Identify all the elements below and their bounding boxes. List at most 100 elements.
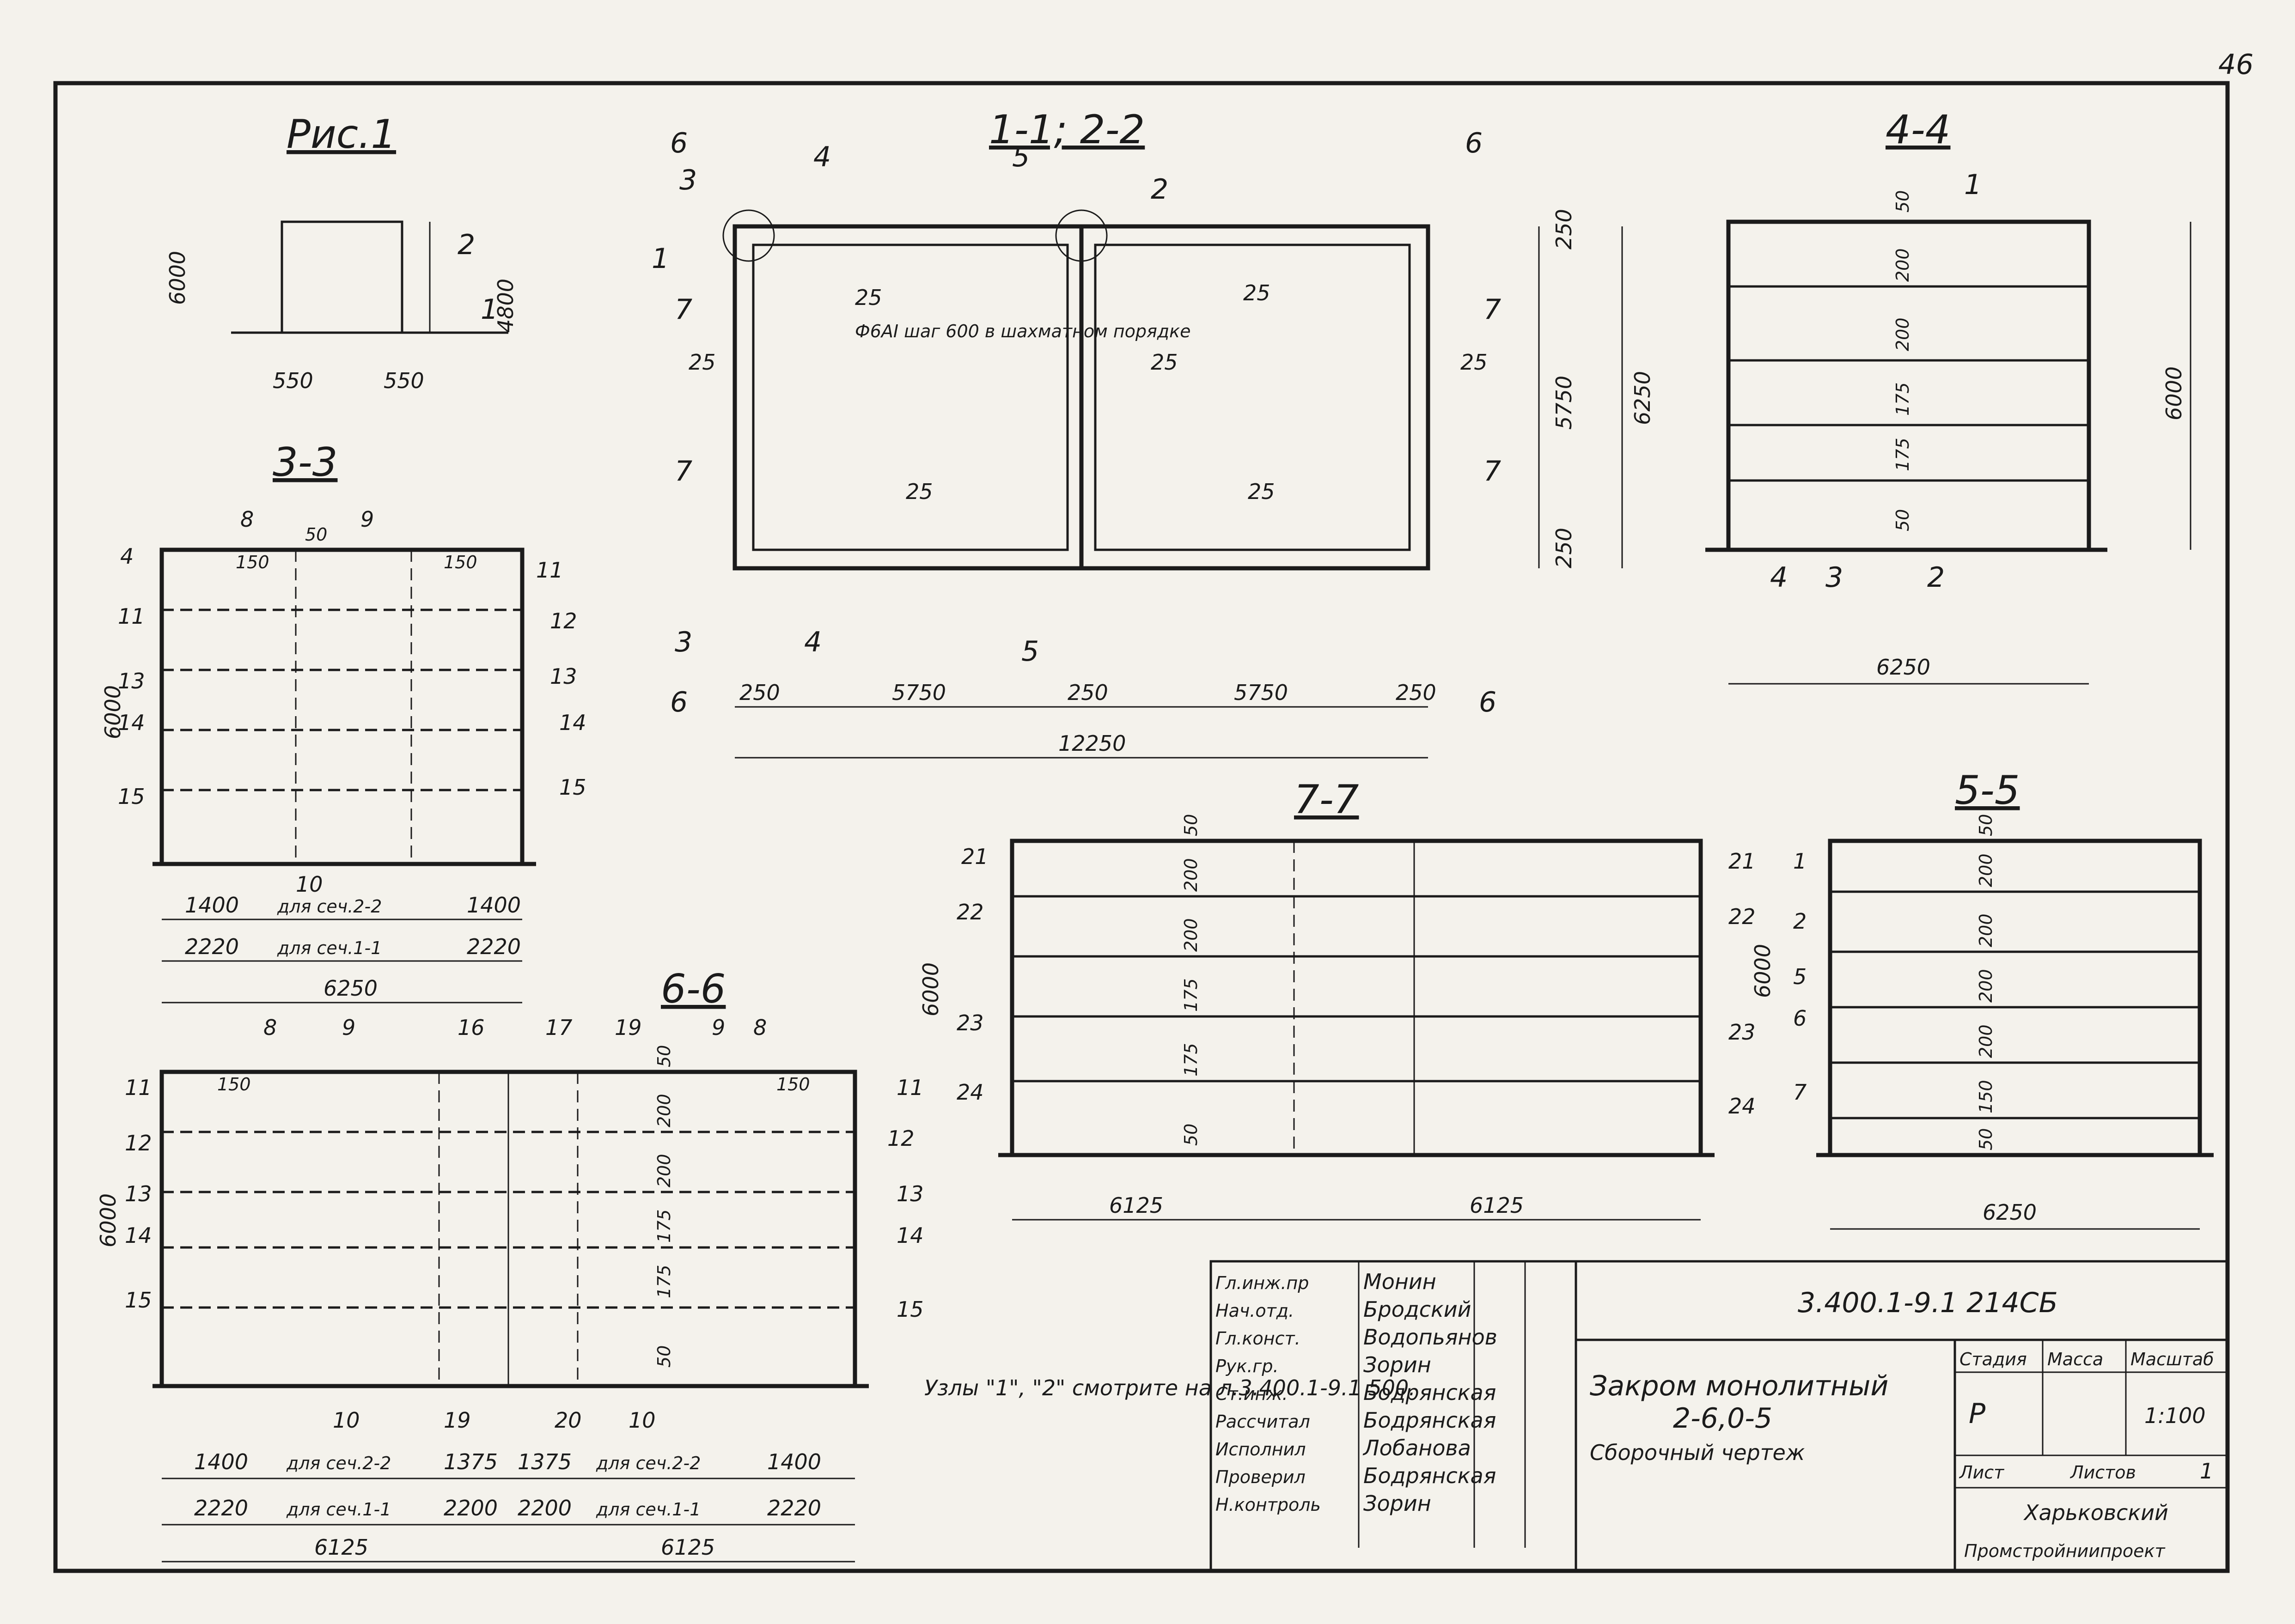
title-block: Гл.инж.пр Монин Нач.отд. Бродский Гл.кон… [1209,1260,2229,1572]
s11-vdim-250b: 250 [1551,528,1576,568]
cut-4-bottom: 4 [804,626,822,658]
s66-right-11: 11 [897,1075,924,1100]
s66-row2-c5: для сеч.1-1 [596,1499,701,1520]
s66-right-13: 13 [897,1181,924,1206]
s77-right-21: 21 [1728,849,1756,874]
fig1-arrow-1: 1 [481,293,498,326]
s77-dim-height: 6000 [918,962,943,1016]
s33-row1-right: 1400 [467,893,521,918]
s66-bottom-10b: 10 [629,1408,656,1433]
s66-top-19: 19 [615,1015,642,1040]
s66-top-16: 16 [458,1015,485,1040]
s66-top-9a: 9 [342,1015,355,1040]
s44-layer-50b: 50 [1892,509,1913,531]
s66-left-14: 14 [125,1223,152,1248]
cut-3-top: 3 [679,164,697,196]
fig1-dim-height: 6000 [165,251,190,305]
s66-dim-height: 6000 [96,1193,121,1247]
s11-dim-250b: 250 [1068,680,1108,705]
s66-row3-left: 6125 [314,1535,368,1560]
s66-right-12: 12 [887,1126,915,1151]
tb-role-7: Проверил [1215,1467,1306,1487]
s77-left-24: 24 [957,1080,984,1105]
s77-right-23: 23 [1728,1020,1756,1045]
s33-dim-width: 6250 [323,976,378,1001]
s44-dim-height: 6000 [2161,366,2186,420]
s33-bottom-10: 10 [296,872,323,897]
s55-dim-height: 6000 [1750,944,1775,998]
s66-left-13: 13 [125,1181,152,1206]
s77-layer-175a: 175 [1181,978,1201,1012]
tb-sheet-label: Лист [1959,1462,2005,1483]
s11-mark-25d: 25 [1151,350,1178,375]
s33-row1-left: 1400 [185,893,239,918]
tb-stage-header: Стадия [1959,1349,2027,1369]
s44-mark-4: 4 [1770,561,1788,594]
tb-role-0: Гл.инж.пр [1215,1273,1309,1293]
s33-title: 3-3 [273,439,337,486]
s77-left-21: 21 [961,844,989,869]
s11-left-bin [752,243,1069,551]
s66-corner-150-left: 150 [217,1074,251,1095]
s33-right-14: 14 [559,710,586,735]
tb-scale-header: Масштаб [2130,1349,2214,1369]
s55-layer-200a: 200 [1976,853,1996,887]
s66-row1-c6: 1400 [767,1449,821,1474]
s44-layer-175a: 175 [1892,382,1913,416]
s33-row2-right: 2220 [467,934,521,959]
s33-right-13: 13 [550,664,577,689]
s33-corner-150-left: 150 [236,552,269,572]
tb-role-6: Исполнил [1215,1439,1306,1460]
s77-left-22: 22 [957,900,984,925]
cut-7-right-bottom: 7 [1483,455,1501,487]
s66-row2-c6: 2220 [767,1496,821,1521]
s55-title: 5-5 [1955,767,2020,814]
fig1-title: Рис.1 [287,111,396,158]
tb-name-8: Зорин [1363,1491,1431,1516]
nodes-note: Узлы "1", "2" смотрите на л.3.400.1-9.1 … [924,1375,1416,1400]
tb-role-1: Нач.отд. [1215,1301,1294,1321]
s66-bottom-20: 20 [555,1408,582,1433]
s77-layer-200b: 200 [1181,918,1201,952]
s66-layer-175b: 175 [654,1265,674,1298]
s44-title: 4-4 [1886,107,1950,153]
tb-name-line3: Сборочный чертеж [1590,1440,1805,1465]
s66-left-12: 12 [125,1131,152,1156]
s33-row1-mid: для сеч.2-2 [277,896,382,917]
s66-row1-c5: для сеч.2-2 [596,1453,701,1473]
s66-right-14: 14 [897,1223,924,1248]
tb-name-7: Бодрянская [1363,1463,1496,1488]
s55-layer-50b: 50 [1976,1128,1996,1150]
s77-layer-175b: 175 [1181,1043,1201,1077]
tb-org-line1: Харьковский [2023,1500,2168,1525]
s55-mark-1: 1 [1793,849,1807,874]
tb-name-4: Бодрянская [1363,1380,1496,1405]
s33-left-13: 13 [118,669,145,693]
tb-name-5: Бодрянская [1363,1408,1496,1433]
s11-dim-5750b: 5750 [1234,680,1288,705]
s11-vdim-6250: 6250 [1630,371,1655,425]
s44-layer-175b: 175 [1892,438,1913,471]
s11-vdim-250a: 250 [1551,209,1576,249]
view-section-6-6: 6-6 11 12 13 14 15 11 12 13 14 15 8 9 16… [96,966,924,1563]
tb-sheets-label: Листов [2069,1462,2136,1483]
cut-6-bottom-right: 6 [1479,686,1496,718]
view-section-5-5: 5-5 50 200 200 200 200 150 50 1 2 5 6 7 … [1750,767,2214,1230]
s66-corner-150-right: 150 [776,1074,810,1095]
s66-left-11: 11 [125,1075,152,1100]
s33-top-50: 50 [305,524,327,545]
s55-mark-2: 2 [1793,909,1807,934]
cut-6-top-left: 6 [670,127,688,159]
view-section-3-3: 3-3 4 11 13 14 15 11 12 13 14 15 8 9 50 … [100,439,586,1004]
s77-title: 7-7 [1294,777,1359,823]
s11-node-2: 2 [1151,173,1168,206]
s11-mark-25g: 25 [1248,479,1275,504]
s55-mark-6: 6 [1793,1006,1807,1031]
cut-7-left-top: 7 [675,293,692,326]
s66-row1-c2: для сеч.2-2 [286,1453,391,1473]
s11-node-1: 1 [652,243,669,275]
s33-right-11: 11 [536,558,563,583]
s77-layer-200a: 200 [1181,858,1201,892]
tb-role-8: Н.контроль [1215,1495,1321,1515]
